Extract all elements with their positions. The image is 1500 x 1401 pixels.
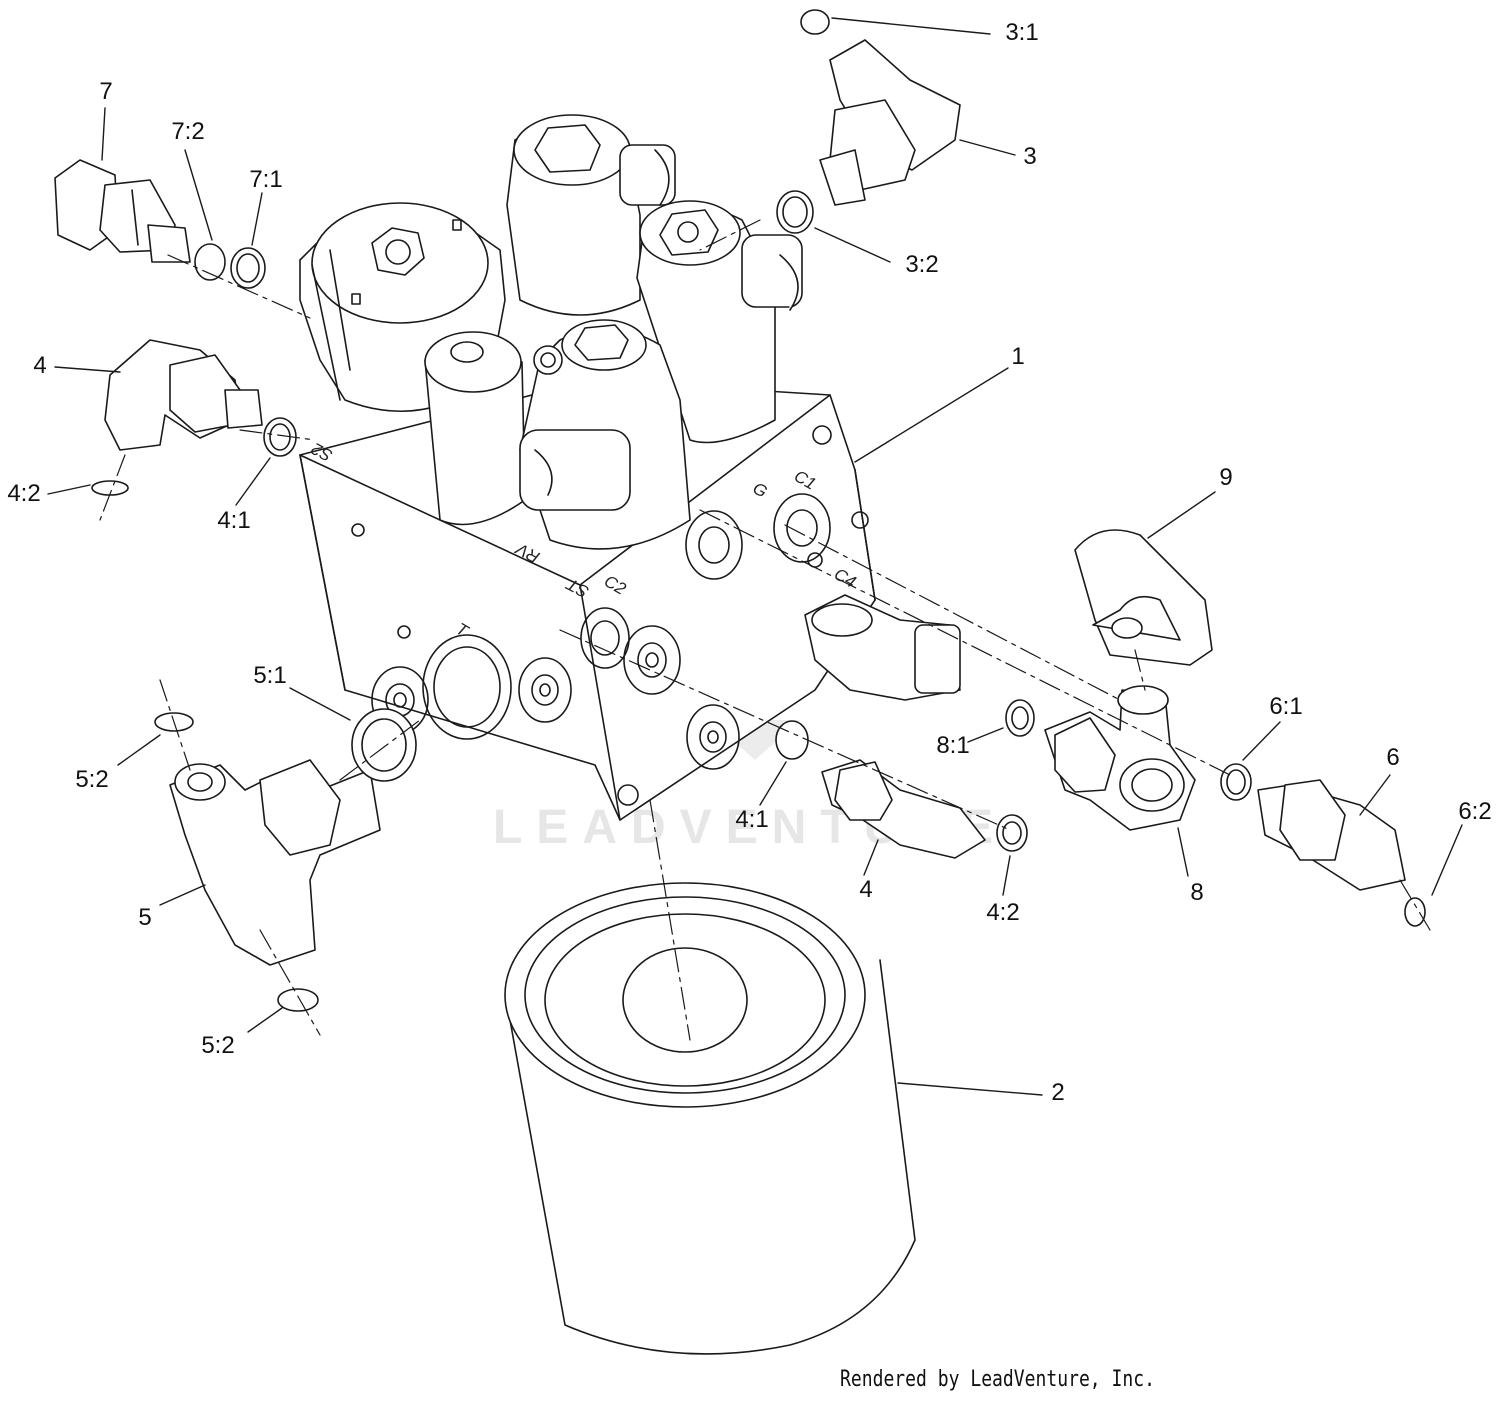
callout-8: 8: [1190, 879, 1204, 906]
callout-4-1-upper: 4:1: [217, 507, 251, 534]
callout-5-2-upper: 5:2: [75, 766, 109, 793]
fitting-7: [54, 159, 266, 289]
fitting-5-tee: [154, 708, 417, 1012]
callout-5-2-lower: 5:2: [201, 1032, 235, 1059]
fitting-4-upper: [91, 339, 297, 496]
installed-45-fitting: [804, 594, 961, 701]
callout-3: 3: [1023, 143, 1037, 170]
fitting-6: [1220, 763, 1426, 927]
callout-3-2: 3:2: [905, 251, 939, 278]
callout-7-1: 7:1: [249, 166, 283, 193]
callout-4-2-lower: 4:2: [986, 899, 1020, 926]
fitting-8-elbow: [1005, 685, 1196, 831]
callout-leader-lines: [47, 17, 1463, 1096]
solenoid-cartridge-valves: [299, 114, 803, 550]
callout-4-upper: 4: [33, 352, 47, 379]
callout-2: 2: [1051, 1079, 1065, 1106]
callout-5: 5: [138, 904, 152, 931]
callout-9: 9: [1219, 464, 1233, 491]
cap-9: [1074, 529, 1213, 666]
callout-7-2: 7:2: [171, 118, 205, 145]
callout-4-lower: 4: [859, 876, 873, 903]
callout-3-1: 3:1: [1005, 19, 1039, 46]
callout-7: 7: [99, 78, 113, 105]
callout-8-1: 8:1: [936, 732, 970, 759]
callout-1: 1: [1011, 343, 1025, 370]
fitting-3: [776, 9, 961, 234]
callout-5-1: 5:1: [253, 662, 287, 689]
assembly-centerlines: [99, 219, 1431, 1041]
callout-4-2-left: 4:2: [7, 480, 41, 507]
oil-filter: [504, 882, 916, 1355]
callout-4-1-lower: 4:1: [735, 806, 769, 833]
fitting-4-lower: [775, 720, 1028, 859]
callout-6: 6: [1386, 744, 1400, 771]
render-credit: Rendered by LeadVenture, Inc.: [840, 1367, 1155, 1392]
callout-6-1: 6:1: [1269, 693, 1303, 720]
callout-6-2: 6:2: [1458, 798, 1492, 825]
